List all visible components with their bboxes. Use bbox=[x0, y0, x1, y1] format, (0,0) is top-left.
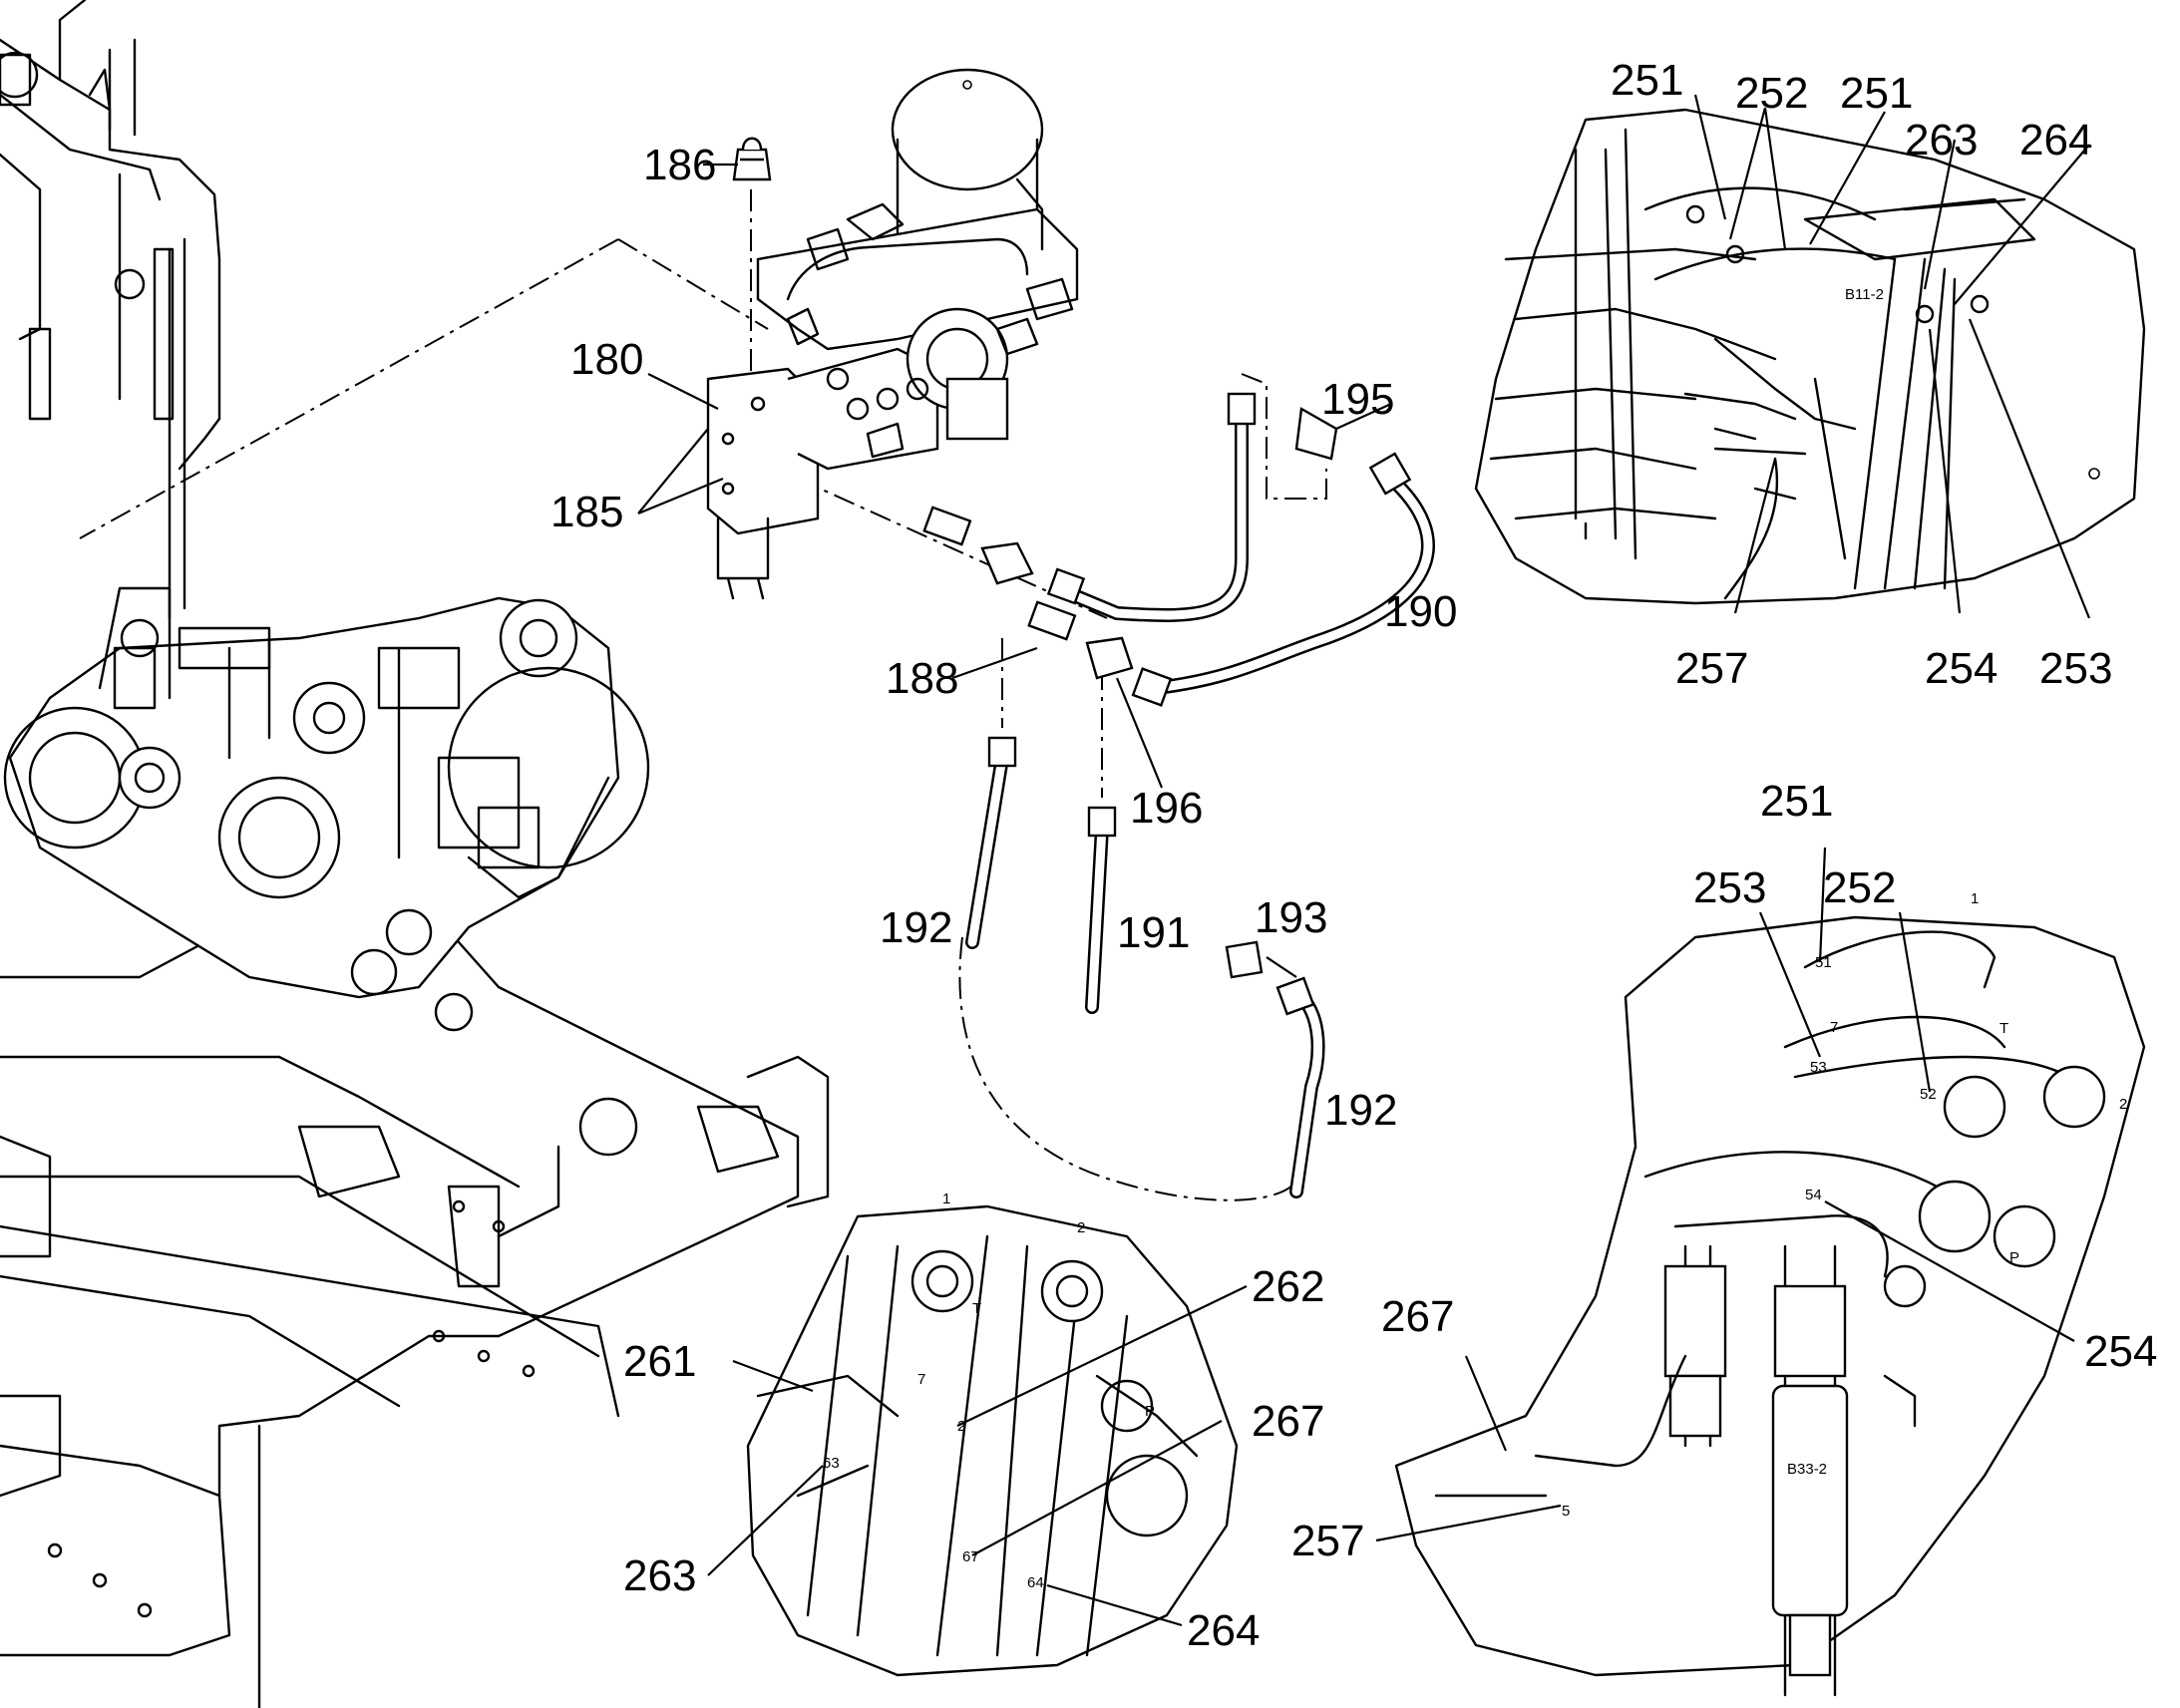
callout-254-br: 254 bbox=[2084, 1327, 2157, 1376]
assembly-line-frame-2 bbox=[617, 238, 769, 330]
callout-numbers: 186 180 185 195 190 188 196 192 191 193 … bbox=[550, 56, 2157, 1655]
br-port-t: T bbox=[1999, 1020, 2008, 1037]
callout-257-top: 257 bbox=[1675, 644, 1748, 693]
callout-263-top: 263 bbox=[1905, 116, 1978, 165]
bm-port-7: 7 bbox=[917, 1371, 925, 1388]
br-port-2: 2 bbox=[2119, 1096, 2127, 1113]
callout-186: 186 bbox=[643, 141, 716, 189]
assembly-line-195 bbox=[1241, 373, 1327, 500]
bm-port-p: P bbox=[1145, 1403, 1155, 1420]
callout-261: 261 bbox=[623, 1337, 696, 1386]
br-port-p: P bbox=[2009, 1249, 2019, 1266]
callout-264-bm: 264 bbox=[1187, 1606, 1260, 1655]
callout-263-bm: 263 bbox=[623, 1551, 696, 1600]
valve-block-assembly bbox=[706, 68, 1079, 600]
callout-267-bm: 267 bbox=[1252, 1397, 1324, 1446]
br-tag-5: 5 bbox=[1562, 1503, 1570, 1520]
callout-267-br: 267 bbox=[1381, 1292, 1454, 1341]
callout-253-top: 253 bbox=[2039, 644, 2112, 693]
br-tag-53: 53 bbox=[1810, 1059, 1827, 1076]
bm-tag-63: 63 bbox=[823, 1455, 840, 1472]
callout-191: 191 bbox=[1117, 908, 1190, 957]
assembly-line-frame bbox=[79, 238, 619, 539]
br-tag-52: 52 bbox=[1920, 1086, 1937, 1103]
machine-frame bbox=[0, 0, 830, 1708]
callout-188: 188 bbox=[886, 654, 958, 703]
bm-tag-2: 2 bbox=[957, 1418, 965, 1435]
callout-195: 195 bbox=[1321, 375, 1394, 424]
callout-257-br: 257 bbox=[1291, 1517, 1364, 1565]
callout-192-lower: 192 bbox=[1324, 1086, 1397, 1135]
bm-port-1: 1 bbox=[942, 1191, 950, 1207]
bm-port-t: T bbox=[972, 1300, 981, 1317]
callout-251-b: 251 bbox=[1840, 69, 1913, 118]
tr-block-label: B11-2 bbox=[1845, 286, 1884, 303]
detail-bottom-right: 1 7 T 2 P 51 53 52 54 5 B33-2 bbox=[1394, 890, 2146, 1697]
detail-top-right: B11-2 bbox=[1474, 108, 2146, 605]
bm-tag-67: 67 bbox=[962, 1548, 979, 1565]
callout-193: 193 bbox=[1255, 893, 1327, 942]
callout-254-top: 254 bbox=[1925, 644, 1998, 693]
callout-251-a: 251 bbox=[1611, 56, 1683, 105]
callout-252-br: 252 bbox=[1823, 863, 1896, 912]
hoses bbox=[965, 392, 1435, 1198]
detail-bottom-middle: 1 2 T 7 P 2 63 67 64 bbox=[746, 1191, 1239, 1677]
br-port-1: 1 bbox=[1971, 890, 1979, 907]
callout-253-br: 253 bbox=[1693, 863, 1766, 912]
br-tag-51: 51 bbox=[1815, 954, 1832, 971]
callout-185: 185 bbox=[550, 488, 623, 536]
br-tag-54: 54 bbox=[1805, 1187, 1822, 1203]
callout-251-br: 251 bbox=[1760, 777, 1833, 826]
bm-port-2: 2 bbox=[1077, 1219, 1085, 1236]
callout-262: 262 bbox=[1252, 1262, 1324, 1311]
br-port-7: 7 bbox=[1830, 1019, 1838, 1036]
callout-180: 180 bbox=[570, 335, 643, 384]
callout-264-top: 264 bbox=[2019, 116, 2092, 165]
loose-fittings bbox=[922, 407, 1338, 979]
assembly-line-192-route bbox=[958, 936, 1297, 1201]
leader-lines bbox=[637, 94, 2091, 1627]
callout-192-upper: 192 bbox=[880, 903, 952, 952]
callout-196: 196 bbox=[1130, 784, 1203, 833]
filter-label: B33-2 bbox=[1787, 1461, 1827, 1478]
fitting-186 bbox=[732, 137, 772, 181]
callout-252-top: 252 bbox=[1735, 69, 1808, 118]
callout-190: 190 bbox=[1384, 587, 1457, 636]
pump-assembly bbox=[3, 586, 650, 1032]
bm-tag-64: 64 bbox=[1027, 1574, 1044, 1591]
